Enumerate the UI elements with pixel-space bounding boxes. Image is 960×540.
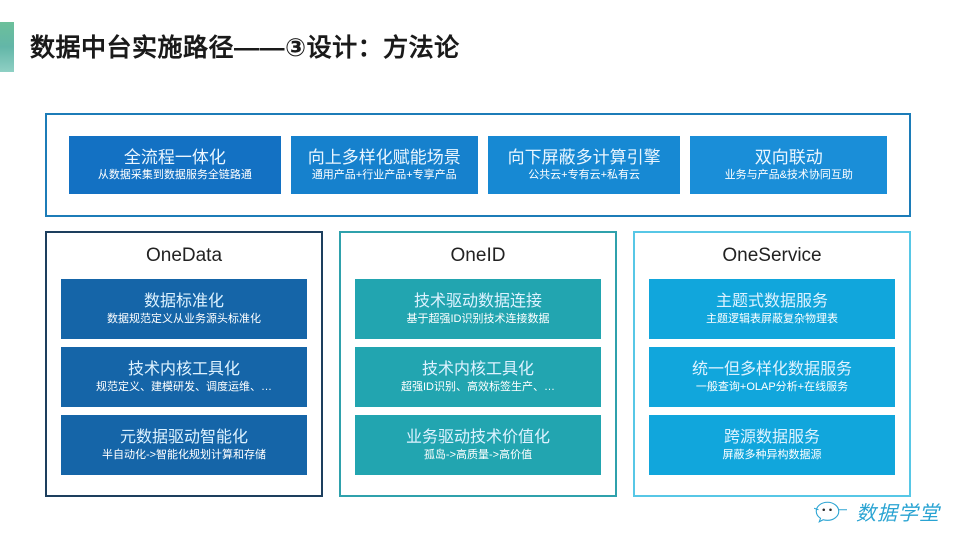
pillar-item[interactable]: 跨源数据服务 屏蔽多种异构数据源 [649,415,895,475]
pillar-item-subtitle: 孤岛->高质量->高价值 [423,449,533,461]
pillar-item-subtitle: 规范定义、建模研发、调度运维、… [96,381,272,393]
pillar-item-title: 元数据驱动智能化 [119,429,248,446]
pillar-item-title: 跨源数据服务 [723,429,820,446]
pillar-item[interactable]: 主题式数据服务 主题逻辑表屏蔽复杂物理表 [649,279,895,339]
pillar-column-oneid: OneID 技术驱动数据连接 基于超强ID识别技术连接数据 技术内核工具化 超强… [339,231,617,497]
pillar-item-list: 技术驱动数据连接 基于超强ID识别技术连接数据 技术内核工具化 超强ID识别、高… [355,279,601,475]
pillar-item[interactable]: 元数据驱动智能化 半自动化->智能化规划计算和存储 [61,415,307,475]
pillar-item[interactable]: 业务驱动技术价值化 孤岛->高质量->高价值 [355,415,601,475]
pillar-item-subtitle: 半自动化->智能化规划计算和存储 [101,449,267,461]
page-title: 数据中台实施路径——③设计：方法论 [30,34,460,62]
pillar-item-subtitle: 基于超强ID识别技术连接数据 [406,313,550,325]
capability-title: 双向联动 [754,148,823,167]
capabilities-panel: 全流程一体化 从数据采集到数据服务全链路通 向上多样化赋能场景 通用产品+行业产… [45,113,911,217]
pillar-item-list: 主题式数据服务 主题逻辑表屏蔽复杂物理表 统一但多样化数据服务 一般查询+OLA… [649,279,895,475]
pillar-item-title: 技术驱动数据连接 [413,293,542,310]
pillar-item[interactable]: 技术驱动数据连接 基于超强ID识别技术连接数据 [355,279,601,339]
pillar-item-subtitle: 超强ID识别、高效标签生产、… [401,381,555,393]
watermark: 数据学堂 [814,497,940,526]
pillar-column-oneservice: OneService 主题式数据服务 主题逻辑表屏蔽复杂物理表 统一但多样化数据… [633,231,911,497]
pillar-item-list: 数据标准化 数据规范定义从业务源头标准化 技术内核工具化 规范定义、建模研发、调… [61,279,307,475]
pillar-item[interactable]: 技术内核工具化 规范定义、建模研发、调度运维、… [61,347,307,407]
capability-title: 向上多样化赋能场景 [307,148,461,167]
capability-card[interactable]: 双向联动 业务与产品&技术协同互助 [690,136,888,194]
pillar-item-title: 统一但多样化数据服务 [691,361,852,378]
capability-title: 全流程一体化 [123,148,226,167]
capability-card[interactable]: 全流程一体化 从数据采集到数据服务全链路通 [69,136,281,194]
capability-title: 向下屏蔽多计算引擎 [507,148,661,167]
title-accent-bar [0,22,14,72]
pillar-item-title: 主题式数据服务 [715,293,828,310]
capability-card[interactable]: 向下屏蔽多计算引擎 公共云+专有云+私有云 [487,136,681,194]
pillar-item-title: 技术内核工具化 [421,361,534,378]
pillar-heading: OneID [450,245,506,266]
slide-header: 数据中台实施路径——③设计：方法论 [0,0,960,82]
capability-subtitle: 从数据采集到数据服务全链路通 [97,169,252,181]
pillar-heading: OneService [722,245,822,266]
pillar-item[interactable]: 数据标准化 数据规范定义从业务源头标准化 [61,279,307,339]
capability-card[interactable]: 向上多样化赋能场景 通用产品+行业产品+专享产品 [290,136,478,194]
capability-subtitle: 通用产品+行业产品+专享产品 [311,169,457,181]
wechat-chat-icon [814,501,847,523]
capability-subtitle: 业务与产品&技术协同互助 [724,169,853,181]
pillar-item-title: 数据标准化 [143,293,224,310]
pillar-item-title: 业务驱动技术价值化 [405,429,550,446]
pillar-columns: OneData 数据标准化 数据规范定义从业务源头标准化 技术内核工具化 规范定… [45,231,911,497]
pillar-item-subtitle: 主题逻辑表屏蔽复杂物理表 [706,313,838,325]
pillar-item-subtitle: 数据规范定义从业务源头标准化 [107,313,261,325]
watermark-text: 数据学堂 [856,503,940,525]
capabilities-row: 全流程一体化 从数据采集到数据服务全链路通 向上多样化赋能场景 通用产品+行业产… [47,115,909,215]
capability-subtitle: 公共云+专有云+私有云 [528,169,641,181]
pillar-item-subtitle: 一般查询+OLAP分析+在线服务 [695,381,849,393]
pillar-item-title: 技术内核工具化 [127,361,240,378]
pillar-column-onedata: OneData 数据标准化 数据规范定义从业务源头标准化 技术内核工具化 规范定… [45,231,323,497]
pillar-item[interactable]: 技术内核工具化 超强ID识别、高效标签生产、… [355,347,601,407]
pillar-item[interactable]: 统一但多样化数据服务 一般查询+OLAP分析+在线服务 [649,347,895,407]
pillar-item-subtitle: 屏蔽多种异构数据源 [722,449,822,461]
pillar-heading: OneData [145,245,223,266]
